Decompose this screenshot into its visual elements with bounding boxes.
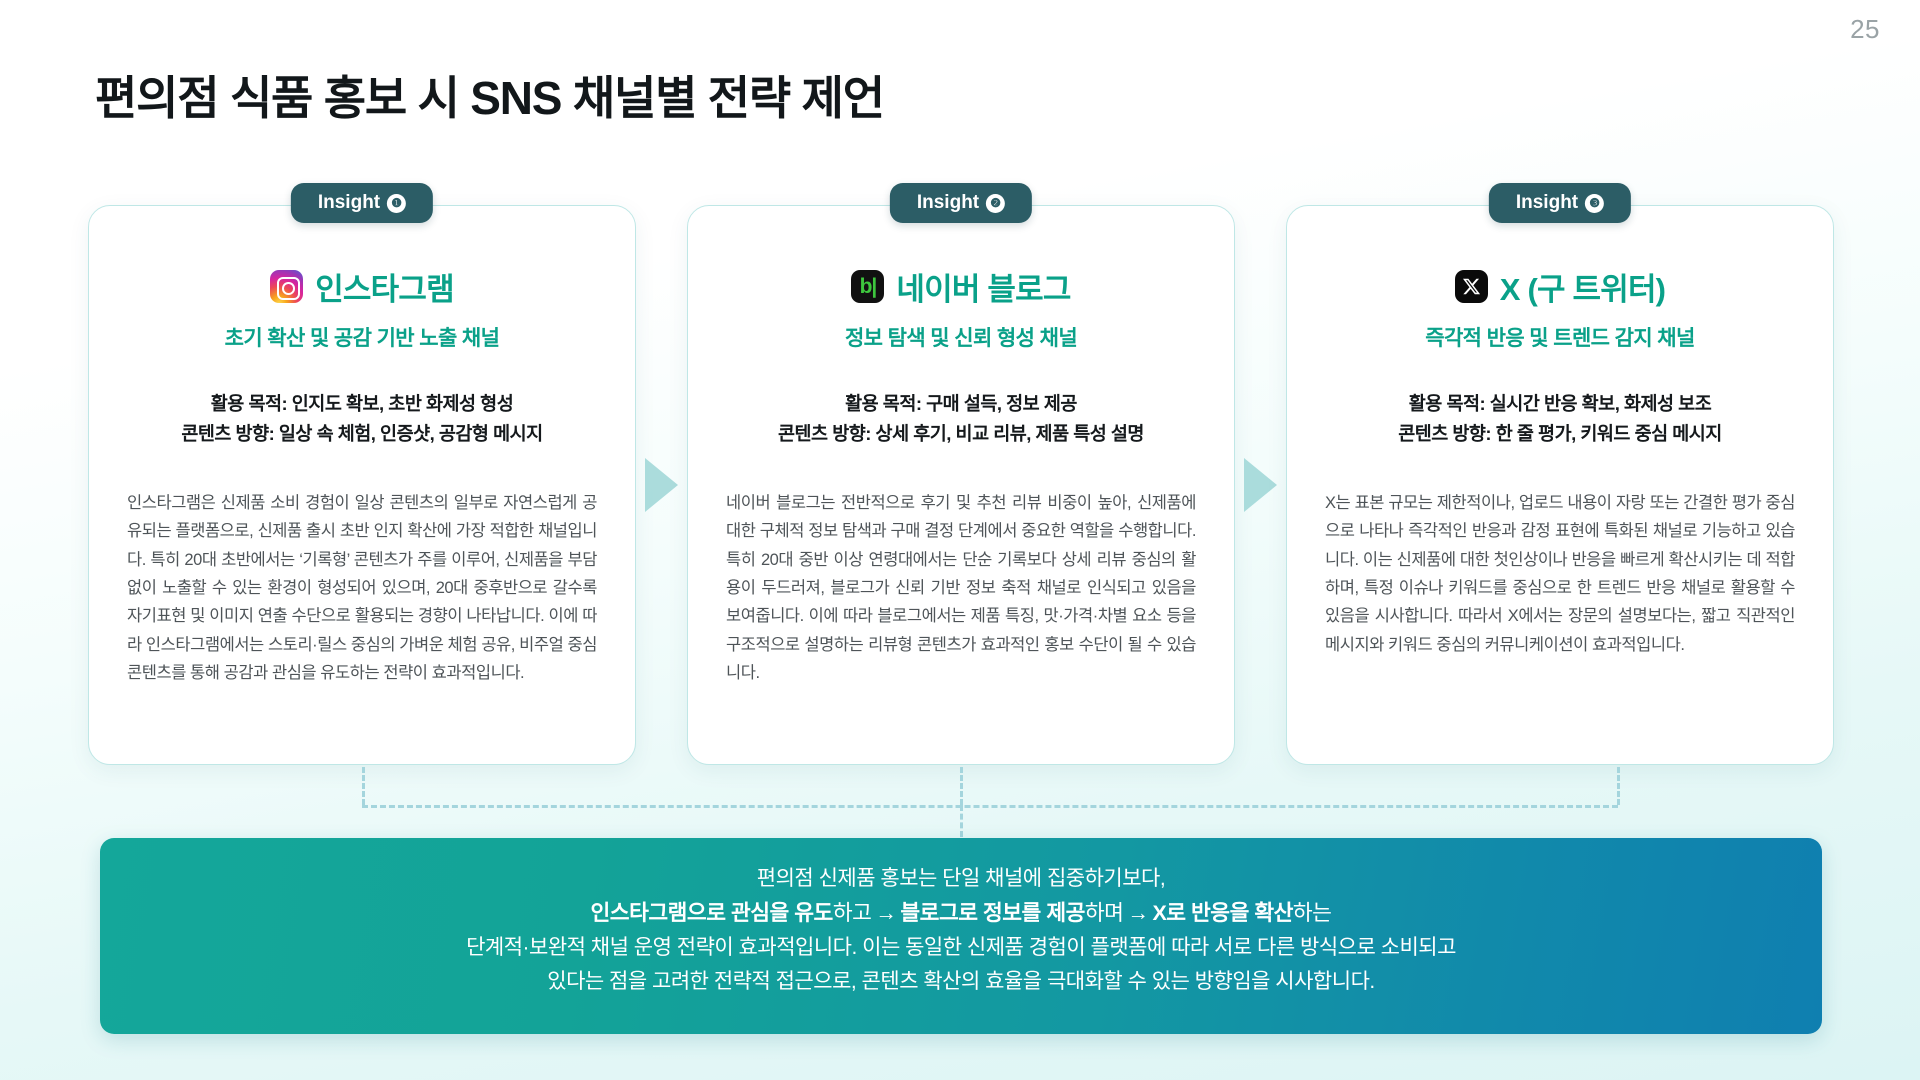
summary-line-1: 편의점 신제품 홍보는 단일 채널에 집중하기보다, bbox=[756, 867, 1166, 890]
purpose-line-2: 콘텐츠 방향: 한 줄 평가, 키워드 중심 메시지 bbox=[1398, 422, 1722, 444]
badge-label: Insight bbox=[317, 192, 381, 213]
channel-header: X (구 트위터) bbox=[1317, 264, 1803, 309]
channel-name: X (구 트위터) bbox=[1499, 272, 1666, 307]
insight-card-x-twitter[interactable]: Insight ❸ X (구 트위터) 즉각적 반응 및 트렌드 감지 채널 활… bbox=[1286, 183, 1834, 765]
badge-insight-2: Insight ❷ bbox=[889, 183, 1033, 223]
summary-emph-blog: 블로그로 정보를 제공 bbox=[900, 901, 1085, 926]
purpose-line-1: 활용 목적: 구매 설득, 정보 제공 bbox=[845, 393, 1077, 414]
naver-blog-icon: b| bbox=[851, 270, 885, 303]
summary-emph-instagram: 인스타그램으로 관심을 유도 bbox=[590, 901, 834, 926]
purpose-block: 활용 목적: 구매 설득, 정보 제공 콘텐츠 방향: 상세 후기, 비교 리뷰… bbox=[718, 389, 1204, 449]
badge-insight-3: Insight ❸ bbox=[1488, 183, 1632, 223]
summary-line-4: 있다는 점을 고려한 전략적 접근으로, 콘텐츠 확산의 효율을 극대화할 수 … bbox=[547, 969, 1375, 993]
insight-card-1-wrapper: Insight ❶ 인스타그램 초기 확산 및 공감 기반 노출 채널 활용 목… bbox=[88, 183, 636, 765]
badge-number: ❷ bbox=[986, 193, 1006, 213]
purpose-block: 활용 목적: 인지도 확보, 초반 화제성 형성 콘텐츠 방향: 일상 속 체험… bbox=[119, 389, 605, 449]
purpose-line-2: 콘텐츠 방향: 상세 후기, 비교 리뷰, 제품 특성 설명 bbox=[778, 422, 1144, 444]
connector-horizontal bbox=[362, 805, 1618, 808]
channel-subtitle: 초기 확산 및 공감 기반 노출 채널 bbox=[224, 327, 500, 350]
flow-arrow-2 bbox=[1235, 205, 1286, 765]
flow-arrow-1 bbox=[636, 205, 687, 765]
summary-text-a: 하고 bbox=[832, 901, 872, 926]
naver-blog-glyph: b| bbox=[859, 275, 878, 298]
card-body-text: 네이버 블로그는 전반적으로 후기 및 추천 리뷰 비중이 높아, 신제품에 대… bbox=[726, 493, 1196, 683]
connector-vertical-3 bbox=[1617, 767, 1620, 805]
insight-card-2-wrapper: Insight ❷ b| 네이버 블로그 정보 탐색 및 신뢰 형성 채널 활용… bbox=[687, 183, 1235, 765]
connector-vertical-2 bbox=[960, 767, 963, 805]
summary-arrow-2: → bbox=[1127, 901, 1149, 926]
summary-emph-x: X로 반응을 확산 bbox=[1152, 901, 1293, 926]
summary-line-2: 인스타그램으로 관심을 유도하고→블로그로 정보를 제공하며→X로 반응을 확산… bbox=[140, 896, 1782, 931]
summary-arrow-1: → bbox=[875, 901, 897, 926]
instagram-icon bbox=[270, 270, 304, 303]
badge-insight-1: Insight ❶ bbox=[290, 183, 434, 223]
summary-text-b: 하며 bbox=[1084, 901, 1124, 926]
badge-label: Insight bbox=[916, 192, 980, 213]
insight-card-3-wrapper: Insight ❸ X (구 트위터) 즉각적 반응 및 트렌드 감지 채널 활… bbox=[1286, 183, 1834, 765]
channel-subtitle: 정보 탐색 및 신뢰 형성 채널 bbox=[844, 327, 1078, 350]
connector-vertical-1 bbox=[362, 767, 365, 805]
page-title: 편의점 식품 홍보 시 SNS 채널별 전략 제언 bbox=[95, 72, 885, 124]
channel-name: 인스타그램 bbox=[315, 272, 454, 307]
page-number: 25 bbox=[1850, 14, 1880, 44]
summary-banner: 편의점 신제품 홍보는 단일 채널에 집중하기보다, 인스타그램으로 관심을 유… bbox=[100, 838, 1822, 1034]
connector-to-summary bbox=[960, 805, 963, 837]
purpose-line-1: 활용 목적: 인지도 확보, 초반 화제성 형성 bbox=[210, 393, 514, 414]
insight-card-naver-blog[interactable]: Insight ❷ b| 네이버 블로그 정보 탐색 및 신뢰 형성 채널 활용… bbox=[687, 183, 1235, 765]
arrow-right-icon bbox=[1244, 458, 1277, 512]
card-body-text: X는 표본 규모는 제한적이나, 업로드 내용이 자랑 또는 간결한 평가 중심… bbox=[1325, 493, 1795, 654]
channel-subtitle: 즉각적 반응 및 트렌드 감지 채널 bbox=[1425, 327, 1695, 350]
insight-card-instagram[interactable]: Insight ❶ 인스타그램 초기 확산 및 공감 기반 노출 채널 활용 목… bbox=[88, 183, 636, 765]
purpose-line-2: 콘텐츠 방향: 일상 속 체험, 인증샷, 공감형 메시지 bbox=[181, 422, 543, 444]
purpose-line-1: 활용 목적: 실시간 반응 확보, 화제성 보조 bbox=[1408, 393, 1712, 414]
card-body-text: 인스타그램은 신제품 소비 경험이 일상 콘텐츠의 일부로 자연스럽게 공유되는… bbox=[127, 493, 597, 683]
summary-line-3: 단계적·보완적 채널 운영 전략이 효과적입니다. 이는 동일한 신제품 경험이… bbox=[466, 935, 1456, 959]
channel-header: b| 네이버 블로그 bbox=[718, 264, 1204, 309]
insight-cards-row: Insight ❶ 인스타그램 초기 확산 및 공감 기반 노출 채널 활용 목… bbox=[88, 183, 1834, 765]
purpose-block: 활용 목적: 실시간 반응 확보, 화제성 보조 콘텐츠 방향: 한 줄 평가,… bbox=[1317, 389, 1803, 449]
summary-text-c: 하는 bbox=[1292, 901, 1332, 926]
channel-name: 네이버 블로그 bbox=[896, 272, 1071, 307]
badge-number: ❶ bbox=[387, 193, 407, 213]
x-twitter-icon bbox=[1454, 270, 1488, 303]
arrow-right-icon bbox=[645, 458, 678, 512]
channel-header: 인스타그램 bbox=[119, 264, 605, 309]
badge-number: ❸ bbox=[1585, 193, 1605, 213]
badge-label: Insight bbox=[1515, 192, 1579, 213]
